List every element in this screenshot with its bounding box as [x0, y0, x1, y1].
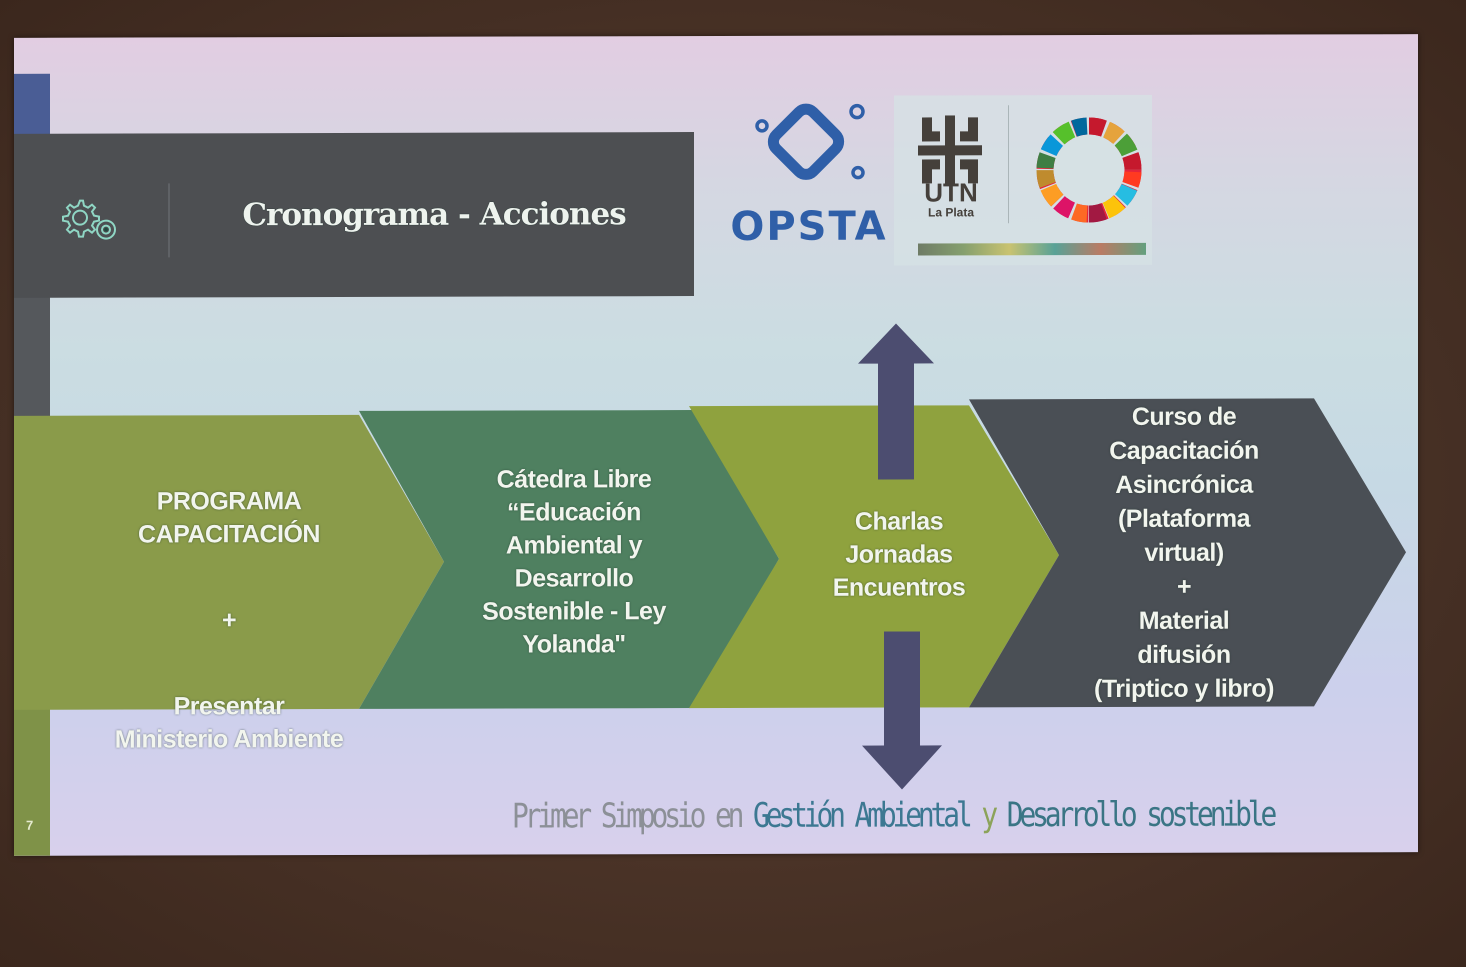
- utn-logo-text: UTN: [924, 177, 978, 208]
- chevron-step-2: [359, 410, 779, 709]
- arrow-up-icon: [858, 323, 934, 480]
- presentation-slide: 7 Cronograma - Acciones: [14, 34, 1418, 856]
- opsta-logo: OPSTA: [724, 96, 894, 256]
- step-charlas-jornadas: Charlas Jornadas Encuentros: [832, 507, 966, 602]
- footer-part-4: Desarrollo sostenible: [1006, 794, 1274, 836]
- utn-caption-strip: [918, 242, 1146, 256]
- utn-sdg-logo-panel: UTN La Plata: [894, 94, 1152, 266]
- step-1-title: PROGRAMA CAPACITACIÓN: [138, 487, 320, 549]
- footer-part-1: Primer Simposio en: [512, 795, 754, 837]
- opsta-logo-text: OPSTA: [730, 203, 888, 250]
- step-programa-capacitacion: PROGRAMA CAPACITACIÓN + Presentar Minist…: [74, 452, 384, 757]
- slide-number: 7: [26, 817, 34, 833]
- symposium-footer: Primer Simposio en Gestión Ambiental y D…: [512, 795, 1273, 837]
- step-1-subtitle: Presentar Ministerio Ambiente: [114, 692, 344, 754]
- step-1-plus: +: [221, 606, 237, 635]
- title-divider: [168, 183, 170, 258]
- chevron-step-4: [969, 398, 1406, 708]
- utn-logo-subtitle: La Plata: [927, 205, 975, 220]
- process-flow: PROGRAMA CAPACITACIÓN + Presentar Minist…: [14, 394, 1418, 754]
- arrow-down-icon: [862, 631, 942, 790]
- title-bar: Cronograma - Acciones: [14, 132, 694, 298]
- step-catedra-libre: Cátedra Libre “Educación Ambiental y Des…: [482, 465, 666, 659]
- footer-part-2: Gestión Ambiental: [753, 795, 982, 836]
- logo-divider: [1008, 105, 1009, 224]
- gears-icon: [58, 196, 128, 246]
- chevron-step-3: [689, 405, 1059, 709]
- step-curso-capacitacion: Curso de Capacitación Asincrónica (Plata…: [1094, 402, 1274, 704]
- footer-part-3: y: [981, 795, 1007, 836]
- sdg-wheel-icon: [1034, 115, 1144, 225]
- slide-title: Cronograma - Acciones: [242, 196, 626, 234]
- chevron-step-1: [14, 414, 444, 710]
- utn-emblem-icon: [918, 115, 982, 186]
